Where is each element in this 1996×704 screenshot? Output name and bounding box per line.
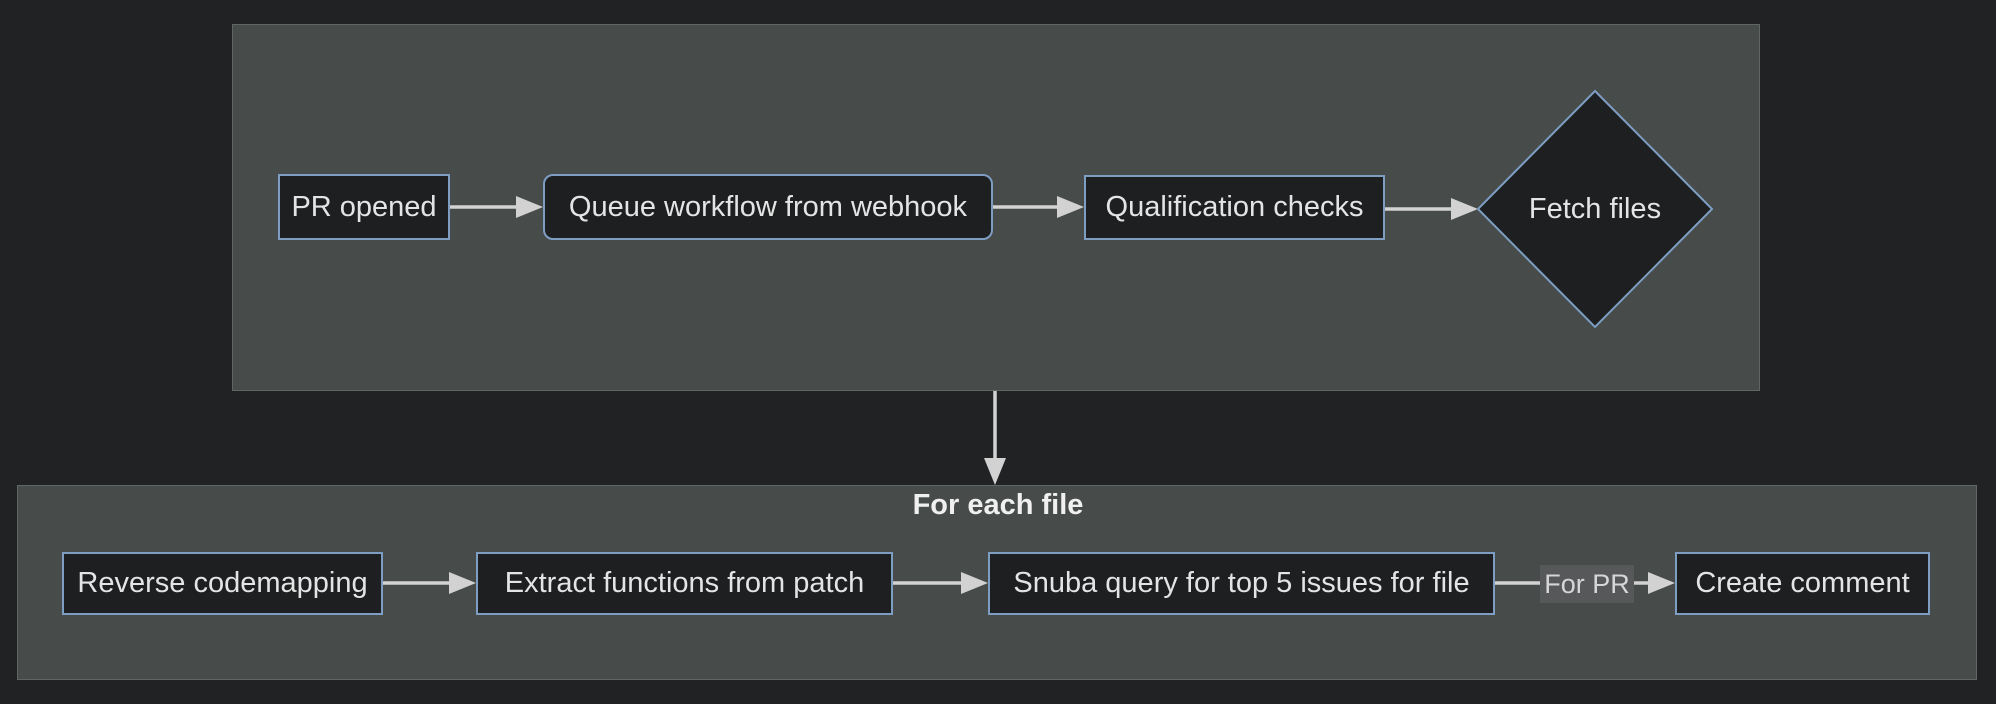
node-pr-opened: PR opened [278,174,450,240]
arrowhead-icon [1451,198,1478,220]
edge-extract-functions-to-snuba-query [893,572,988,594]
node-fetch-files-label: Fetch files [1528,192,1662,225]
fetch-files-diamond-shape [1476,89,1714,329]
arrowhead-icon [961,572,988,594]
edge-queue-workflow-to-qualification-checks [993,196,1084,218]
node-extract-functions-from-patch: Extract functions from patch [476,552,893,615]
edge-pipeline-to-for-each-file [984,391,1006,485]
node-create-comment: Create comment [1675,552,1930,615]
node-reverse-codemapping: Reverse codemapping [62,552,383,615]
edge-pr-opened-to-queue-workflow [450,196,543,218]
node-qualification-checks: Qualification checks [1084,175,1385,240]
node-queue-workflow-from-webhook: Queue workflow from webhook [543,174,993,240]
node-snuba-query: Snuba query for top 5 issues for file [988,552,1495,615]
edge-reverse-codemapping-to-extract-functions [383,572,476,594]
arrowhead-icon [516,196,543,218]
arrowhead-icon [449,572,476,594]
edge-label-for-pr: For PR [1540,565,1634,603]
arrowhead-icon [1648,572,1675,594]
arrowhead-icon [1057,196,1084,218]
edge-qualification-checks-to-fetch-files [1385,198,1478,220]
arrowhead-icon [984,458,1006,485]
